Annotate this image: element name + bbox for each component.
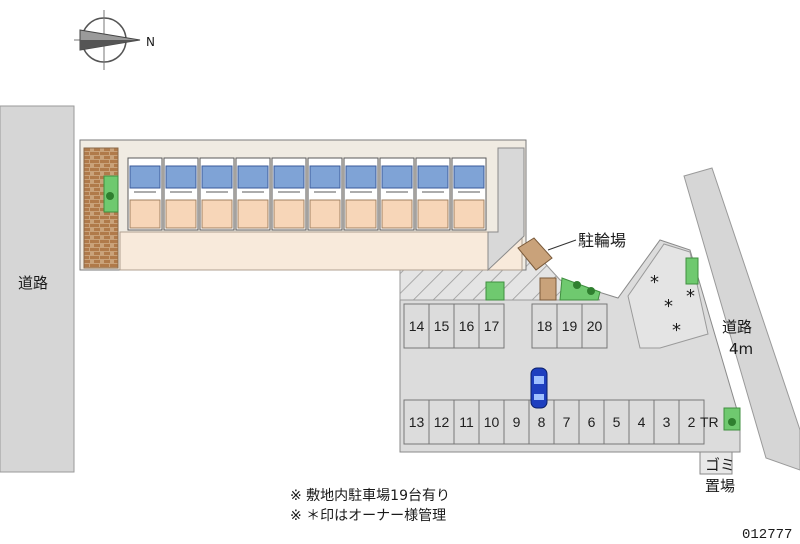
unit-bath xyxy=(381,165,413,189)
property-code: 012777 xyxy=(742,527,792,543)
tree-icon xyxy=(587,287,595,295)
stall-top-right-number: 18 xyxy=(537,318,553,334)
owner-mark: * xyxy=(686,286,695,307)
stall-bottom-number: 10 xyxy=(484,414,500,430)
bicycle-shelter xyxy=(517,237,553,271)
unit-bath xyxy=(165,165,197,189)
stall-bottom-number: 13 xyxy=(409,414,425,430)
unit-bath xyxy=(345,165,377,189)
unit-room xyxy=(309,199,341,229)
compass-north-label: N xyxy=(146,35,155,49)
road-right-label-width: 4m xyxy=(729,340,753,358)
road-right xyxy=(683,167,800,471)
unit-room xyxy=(201,199,233,229)
owner-mark: * xyxy=(664,296,673,317)
unit-bath xyxy=(273,165,305,189)
stall-bottom-outline xyxy=(678,399,705,445)
unit-room xyxy=(165,199,197,229)
stall-top-left-number: 16 xyxy=(459,318,475,334)
transformer-label: TR xyxy=(700,414,719,430)
unit-room xyxy=(273,199,305,229)
stall-bottom-number: 7 xyxy=(563,414,571,430)
unit-room xyxy=(453,199,485,229)
apartment-units xyxy=(127,157,487,231)
stall-top-right-number: 19 xyxy=(562,318,578,334)
walkway-strip xyxy=(119,231,523,271)
green-patch xyxy=(485,281,505,301)
bicycle-parking-label: 駐輪場 xyxy=(578,231,626,250)
stall-bottom-number: 11 xyxy=(459,414,474,430)
stall-bottom-number: 6 xyxy=(588,414,596,430)
stall-top-left-outline xyxy=(478,303,505,349)
road-right-label-name: 道路 xyxy=(722,318,752,336)
stall-top-left-number: 14 xyxy=(409,318,425,334)
unit-room xyxy=(129,199,161,229)
unit-bath xyxy=(417,165,449,189)
owner-mark: * xyxy=(672,320,681,341)
tree-icon xyxy=(106,192,114,200)
stall-top-left-number: 15 xyxy=(434,318,450,334)
stall-top-right-outline xyxy=(581,303,608,349)
garbage-label-2: 置場 xyxy=(705,477,735,495)
stall-bottom-number: 5 xyxy=(613,414,621,430)
stall-bottom-number: 4 xyxy=(638,414,646,430)
bicycle-parking-leader xyxy=(547,239,577,251)
compass-icon xyxy=(74,10,141,70)
road-left xyxy=(0,105,75,473)
unit-bath xyxy=(237,165,269,189)
parking-stalls: 14 15 16 17 18 19 20 13 12 11 10 9 8 7 6 5 4 3 2 xyxy=(403,303,705,445)
note-line-1: ※ 敷地内駐車場19台有り xyxy=(290,487,450,504)
road-left-label: 道路 xyxy=(18,274,48,292)
owner-mark: * xyxy=(650,272,659,293)
car-icon xyxy=(530,367,548,409)
unit-room xyxy=(417,199,449,229)
stall-bottom-number: 3 xyxy=(663,414,671,430)
green-strip-right xyxy=(685,257,699,285)
bicycle-shelter xyxy=(539,277,557,301)
unit-bath xyxy=(201,165,233,189)
tree-icon xyxy=(573,281,581,289)
stall-bottom-number: 9 xyxy=(513,414,521,430)
stall-top-right-number: 20 xyxy=(587,318,603,334)
tree-icon xyxy=(728,418,736,426)
unit-room xyxy=(345,199,377,229)
stall-top-left-number: 17 xyxy=(484,318,500,334)
garbage-label-1: ゴミ xyxy=(705,456,735,474)
unit-bath xyxy=(309,165,341,189)
unit-room xyxy=(381,199,413,229)
building-corner xyxy=(487,147,525,272)
stall-bottom-number: 8 xyxy=(538,414,546,430)
unit-room xyxy=(237,199,269,229)
stall-bottom-number: 2 xyxy=(688,414,696,430)
unit-bath xyxy=(453,165,485,189)
garbage-area xyxy=(699,451,733,475)
stall-bottom-number: 12 xyxy=(434,414,450,430)
note-line-2: ※ ＊印はオーナー様管理 xyxy=(290,508,446,524)
unit-bath xyxy=(129,165,161,189)
